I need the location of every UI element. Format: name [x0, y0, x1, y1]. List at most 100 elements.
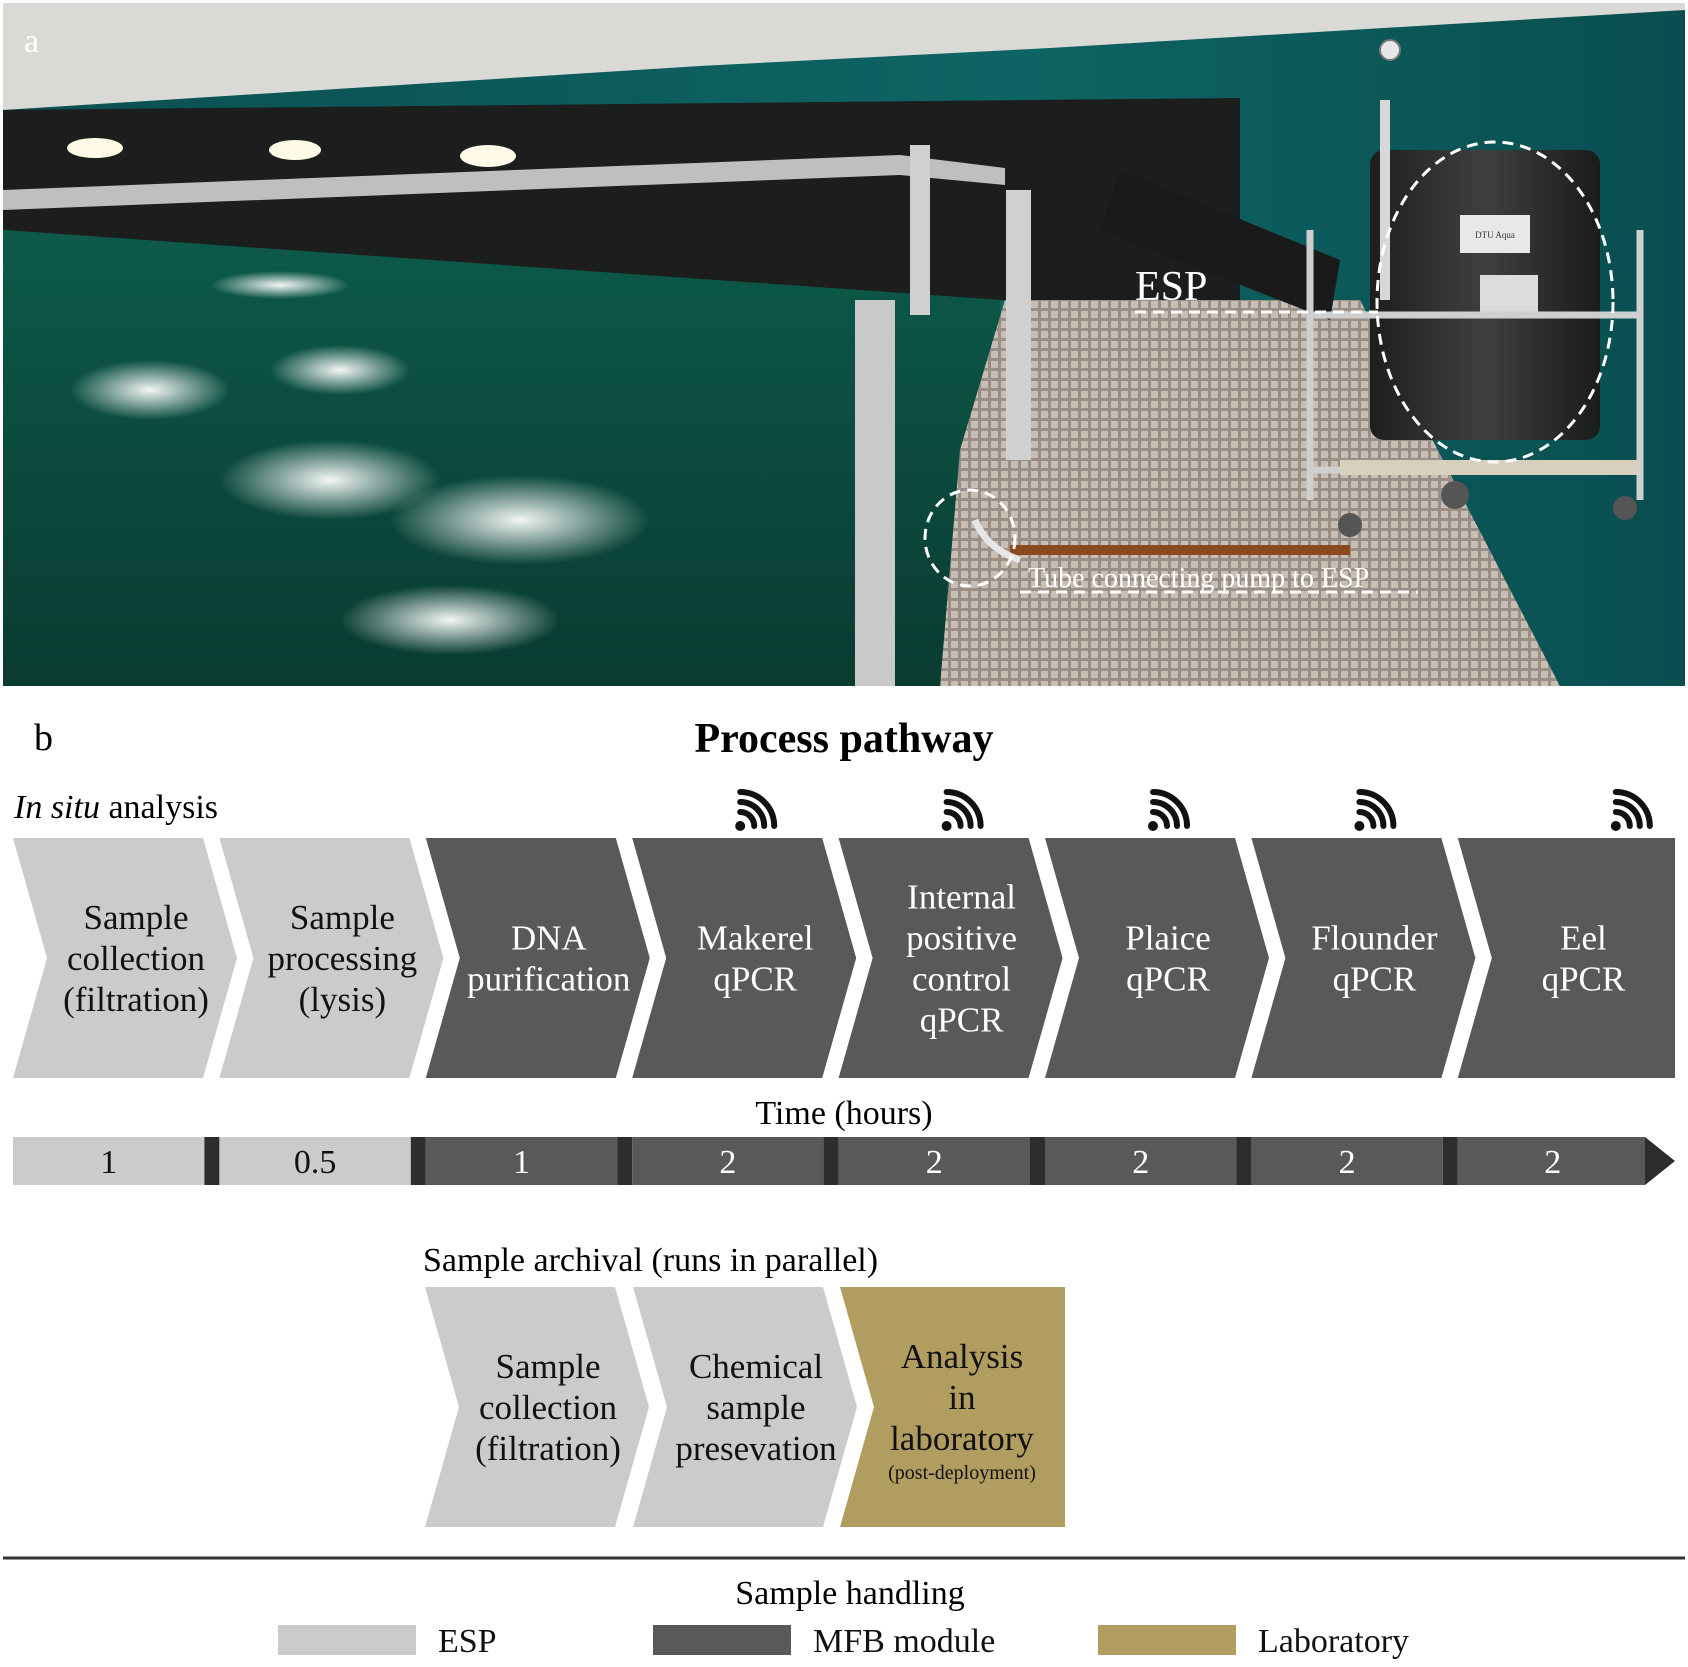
step-label-line: positive: [906, 919, 1017, 958]
archival-label-line: sample: [706, 1388, 805, 1427]
archival-label-line: Sample: [496, 1347, 601, 1386]
time-separator: [617, 1137, 633, 1185]
legend-label: MFB module: [813, 1623, 995, 1660]
step-label-line: qPCR: [1126, 960, 1210, 999]
step-label-line: (lysis): [299, 980, 387, 1019]
step-label-line: Plaice: [1125, 919, 1211, 958]
wifi-icon: [941, 789, 984, 831]
step-label-line: DNA: [511, 919, 588, 958]
time-arrow-head: [1645, 1137, 1675, 1185]
time-separator: [1236, 1137, 1252, 1185]
step-chevron: [1251, 838, 1476, 1078]
water: [3, 230, 1005, 686]
diagram-title: Process pathway: [694, 716, 993, 762]
step-label-line: Makerel: [697, 919, 814, 958]
step-label-line: purification: [467, 960, 630, 999]
tube-circle-annotation: [923, 488, 1017, 588]
time-segment-bar: [838, 1137, 1030, 1185]
step-chevron: [425, 838, 650, 1078]
legend-item: ESP: [278, 1623, 497, 1660]
time-separator: [1442, 1137, 1458, 1185]
step-label-line: processing: [268, 939, 418, 978]
legend-item: MFB module: [653, 1623, 995, 1660]
time-segment-bar: [425, 1137, 618, 1185]
pump-tube: [971, 518, 1022, 564]
time-separator: [204, 1137, 220, 1185]
panel-label-a: a: [24, 23, 39, 60]
panel-label-b: b: [34, 717, 53, 759]
railing-post: [855, 300, 895, 686]
time-separator: [410, 1137, 426, 1185]
cart-wheel: [1441, 481, 1469, 509]
wifi-icon: [1610, 789, 1653, 831]
step-chevron: [13, 838, 237, 1078]
wooden-plank: [1010, 545, 1350, 555]
esp-label-plate: [1480, 275, 1538, 317]
step-label-line: Sample: [84, 898, 189, 937]
cart-wheel: [1338, 513, 1362, 537]
water-reflections: [70, 271, 650, 655]
legend-label: ESP: [438, 1623, 497, 1660]
step-chevron: [1457, 838, 1675, 1078]
time-segment: 0.5: [219, 1137, 426, 1185]
cart-shelf: [1340, 460, 1640, 475]
time-segment: 2: [1251, 1137, 1458, 1185]
time-value: 2: [719, 1144, 736, 1181]
time-value: 2: [926, 1144, 943, 1181]
time-segment-bar: [632, 1137, 824, 1185]
archival-label-line: in: [948, 1378, 975, 1417]
time-segment: 2: [838, 1137, 1045, 1185]
pressure-gauge: [1379, 39, 1401, 61]
esp-device-label: DTU Aqua: [1475, 230, 1515, 240]
step-label-line: qPCR: [1542, 960, 1626, 999]
legend: ESP MFB module Laboratory: [278, 1623, 1409, 1660]
railing-post: [1006, 190, 1031, 460]
railing-post: [910, 145, 930, 315]
step-chevron: [219, 838, 444, 1078]
cart-wheel: [1613, 496, 1637, 520]
time-segment: 2: [1457, 1137, 1675, 1185]
archival-label-line: (filtration): [475, 1429, 621, 1468]
esp-circle-annotation: [1375, 140, 1615, 464]
archival-label-line: laboratory: [890, 1419, 1034, 1458]
time-separator: [823, 1137, 839, 1185]
time-value: 2: [1544, 1144, 1561, 1181]
time-segment: 1: [425, 1137, 633, 1185]
time-segment-bar: [219, 1137, 411, 1185]
step-label-line: qPCR: [1333, 960, 1417, 999]
wifi-icon: [1354, 789, 1397, 831]
archival-label-line: presevation: [675, 1429, 836, 1468]
wifi-icon: [1148, 789, 1190, 831]
time-axis-label: Time (hours): [755, 1095, 932, 1132]
legend-swatch: [1098, 1625, 1236, 1655]
tube-annotation-label: Tube connecting pump to ESP: [1028, 563, 1369, 594]
step-label-line: qPCR: [920, 1001, 1004, 1040]
archival-chevron: [633, 1287, 857, 1527]
time-value: 2: [1339, 1144, 1356, 1181]
step-label-line: Internal: [907, 878, 1016, 917]
archival-steps: Samplecollection(filtration)Chemicalsamp…: [425, 1287, 1065, 1527]
esp-annotation-label: ESP: [1135, 264, 1207, 310]
time-segment: 2: [1045, 1137, 1252, 1185]
step-label-line: Flounder: [1311, 919, 1438, 958]
photo-panel: DTU Aqua ESP Tube connecting pump to ESP…: [3, 3, 1685, 686]
time-segment: 1: [13, 1137, 220, 1185]
step-chevron: [632, 838, 857, 1078]
time-value: 1: [513, 1144, 530, 1181]
in-situ-steps: Samplecollection(filtration)Sampleproces…: [13, 838, 1675, 1078]
step-label-line: control: [912, 960, 1011, 999]
legend-item: Laboratory: [1098, 1623, 1409, 1660]
time-separator: [1030, 1137, 1045, 1185]
step-label-line: (filtration): [63, 980, 209, 1019]
step-label-line: qPCR: [713, 960, 797, 999]
